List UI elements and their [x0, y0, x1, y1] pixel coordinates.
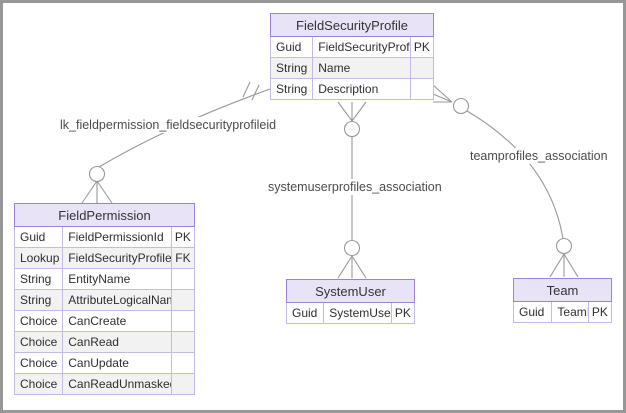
attr-type: Choice: [13, 331, 64, 353]
entity-title: FieldPermission: [14, 203, 195, 227]
attr-key: [409, 78, 435, 100]
attr-type: Guid: [512, 301, 553, 323]
attribute-row: Guid FieldPermissionId PK: [13, 226, 196, 248]
attr-type: Guid: [285, 302, 325, 324]
attr-name: FieldPermissionId: [62, 226, 172, 248]
zero-circle-icon: [88, 165, 106, 183]
relationship-lk-fieldpermission-line: [81, 81, 271, 204]
attr-key: PK: [390, 302, 416, 324]
attr-type: String: [13, 289, 64, 311]
attr-key: [170, 289, 196, 311]
attr-key: [170, 331, 196, 353]
attr-name: EntityName: [62, 268, 172, 290]
attr-key: [170, 352, 196, 374]
attr-key: PK: [587, 301, 613, 323]
relationship-label-lk-fieldpermission: lk_fieldpermission_fieldsecurityprofilei…: [58, 117, 279, 133]
attr-name: FieldSecurityProfileId: [62, 247, 172, 269]
zero-circle-icon: [343, 239, 361, 257]
attr-name: SystemUserId: [323, 302, 392, 324]
attribute-row: Lookup FieldSecurityProfileId FK: [13, 247, 196, 269]
attr-type: Choice: [13, 352, 64, 374]
attr-name: TeamID: [551, 301, 589, 323]
relationship-label-systemuserprofiles: systemuserprofiles_association: [266, 179, 444, 195]
zero-circle-icon: [452, 97, 470, 115]
crow-foot-many-icon: [549, 253, 579, 278]
attribute-row: String AttributeLogicalName: [13, 289, 196, 311]
crow-foot-many-icon: [432, 84, 453, 103]
attr-type: String: [269, 57, 314, 79]
attr-name: FieldSecurityProfileId: [312, 36, 411, 58]
attr-name: CanCreate: [62, 310, 172, 332]
attribute-row: Guid SystemUserId PK: [285, 302, 416, 324]
attr-type: String: [269, 78, 314, 100]
entity-title: Team: [513, 278, 612, 302]
attr-name: AttributeLogicalName: [62, 289, 172, 311]
attr-name: Description: [312, 78, 411, 100]
attr-key: FK: [170, 247, 196, 269]
attr-type: Choice: [13, 373, 64, 395]
attr-name: CanUpdate: [62, 352, 172, 374]
zero-circle-icon: [343, 120, 361, 138]
entity-team: Team Guid TeamID PK: [512, 278, 613, 323]
attribute-row: Guid TeamID PK: [512, 301, 613, 323]
attribute-row: Choice CanReadUnmasked: [13, 373, 196, 395]
attr-type: Guid: [13, 226, 64, 248]
attr-name: CanRead: [62, 331, 172, 353]
entity-fieldsecurityprofile: FieldSecurityProfile Guid FieldSecurityP…: [269, 13, 435, 100]
attribute-row: String Description: [269, 78, 435, 100]
attr-name: CanReadUnmasked: [62, 373, 172, 395]
crow-foot-many-icon: [81, 180, 113, 204]
entity-title: SystemUser: [286, 279, 415, 303]
attr-type: String: [13, 268, 64, 290]
attribute-row: Choice CanCreate: [13, 310, 196, 332]
attr-type: Guid: [269, 36, 314, 58]
relationship-label-teamprofiles: teamprofiles_association: [468, 148, 610, 164]
attr-key: PK: [170, 226, 196, 248]
attribute-row: String EntityName: [13, 268, 196, 290]
crow-foot-many-icon: [337, 255, 367, 279]
attr-key: [170, 373, 196, 395]
entity-systemuser: SystemUser Guid SystemUserId PK: [285, 279, 416, 324]
attribute-row: String Name: [269, 57, 435, 79]
attribute-row: Choice CanUpdate: [13, 352, 196, 374]
exactly-one-ticks-icon: [242, 81, 260, 101]
zero-circle-icon: [555, 237, 573, 255]
relationship-systemuserprofiles-line: [337, 101, 367, 279]
entity-fieldpermission: FieldPermission Guid FieldPermissionId P…: [13, 203, 196, 395]
attribute-row: Guid FieldSecurityProfileId PK: [269, 36, 435, 58]
attr-key: [170, 310, 196, 332]
entity-title: FieldSecurityProfile: [270, 13, 434, 37]
attribute-row: Choice CanRead: [13, 331, 196, 353]
attr-type: Choice: [13, 310, 64, 332]
attr-key: [170, 268, 196, 290]
attr-key: PK: [409, 36, 435, 58]
relationship-teamprofiles-line: [432, 84, 579, 278]
attr-key: [409, 57, 435, 79]
crow-foot-many-icon: [337, 101, 367, 122]
attr-type: Lookup: [13, 247, 64, 269]
attr-name: Name: [312, 57, 411, 79]
